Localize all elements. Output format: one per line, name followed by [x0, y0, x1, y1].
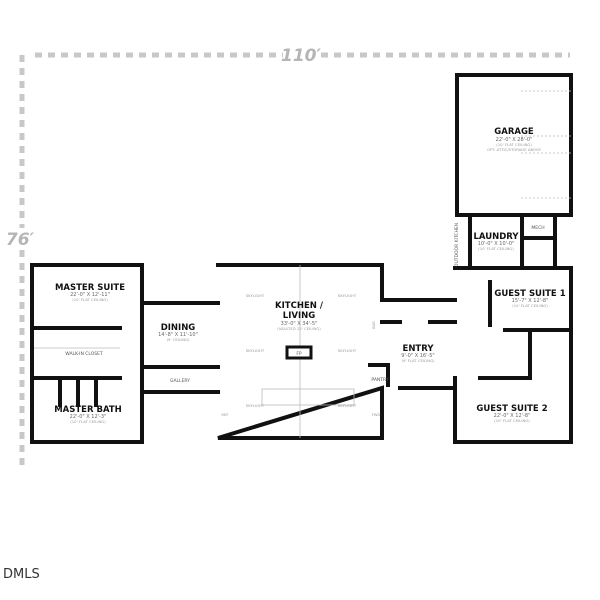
svg-text:SKYLIGHT: SKYLIGHT — [246, 293, 265, 298]
svg-text:SKYLIGHT: SKYLIGHT — [246, 348, 265, 353]
entry: ENTRY 9'-0" X 16'-5" (9' FLAT CEILING) — [380, 298, 457, 390]
svg-text:(10' FLAT CEILING): (10' FLAT CEILING) — [478, 246, 514, 251]
svg-text:9'-0" X 16'-5": 9'-0" X 16'-5" — [401, 353, 434, 359]
svg-text:OUTDOOR KITCHEN: OUTDOOR KITCHEN — [454, 223, 460, 267]
depth-label: 76′ — [6, 230, 35, 250]
kitchen-living: FP KITCHEN / LIVING 33'-0" X 34'-5" (VAU… — [216, 263, 390, 440]
svg-text:(10' FLAT CEILING): (10' FLAT CEILING) — [70, 419, 106, 424]
svg-text:14'-8" X 11'-10": 14'-8" X 11'-10" — [158, 332, 198, 338]
svg-text:(VAULTED 22' CEILING): (VAULTED 22' CEILING) — [277, 326, 321, 331]
width-label: 110′ — [281, 46, 321, 66]
svg-text:15'-7" X 12'-8": 15'-7" X 12'-8" — [512, 298, 549, 304]
svg-text:LAUNDRY: LAUNDRY — [473, 232, 519, 242]
svg-text:PANTRY: PANTRY — [371, 377, 388, 383]
svg-text:SKYLIGHT: SKYLIGHT — [338, 293, 357, 298]
svg-text:WALK-IN CLOSET: WALK-IN CLOSET — [65, 351, 103, 357]
svg-text:LIVING: LIVING — [283, 311, 315, 321]
svg-text:BAR: BAR — [371, 321, 376, 329]
svg-text:22'-0" X 28'-0": 22'-0" X 28'-0" — [496, 137, 533, 143]
svg-text:SKYLIGHT: SKYLIGHT — [338, 348, 357, 353]
svg-text:FP: FP — [296, 351, 302, 357]
svg-text:OPT. ATTIC/STORAGE ABOVE: OPT. ATTIC/STORAGE ABOVE — [487, 147, 541, 152]
guest-suites: GUEST SUITE 1 15'-7" X 12'-8" (10' FLAT … — [453, 266, 573, 444]
svg-text:(10' FLAT CEILING): (10' FLAT CEILING) — [512, 303, 548, 308]
master-wing: MASTER SUITE 22'-0" X 12'-11" (10' FLAT … — [30, 263, 144, 444]
svg-text:GALLERY: GALLERY — [170, 378, 190, 384]
svg-text:(9' CEILING): (9' CEILING) — [167, 337, 190, 342]
svg-text:22'-0" X 12'-3": 22'-0" X 12'-3" — [70, 414, 107, 420]
svg-text:SKYLIGHT: SKYLIGHT — [338, 403, 357, 408]
svg-text:GUEST SUITE 2: GUEST SUITE 2 — [476, 404, 547, 414]
svg-text:22'-0" X 12'-8": 22'-0" X 12'-8" — [494, 413, 531, 419]
laundry: LAUNDRY 10'-0" X 10'-0" (10' FLAT CEILIN… — [454, 213, 557, 270]
svg-text:MASTER SUITE: MASTER SUITE — [55, 283, 125, 293]
svg-text:ENTRY: ENTRY — [403, 344, 435, 354]
svg-text:DINING: DINING — [161, 323, 196, 333]
svg-text:10'-0" X 10'-0": 10'-0" X 10'-0" — [478, 241, 515, 247]
svg-text:22'-0" X 12'-11": 22'-0" X 12'-11" — [70, 292, 110, 298]
dining: DINING 14'-8" X 11'-10" (9' CEILING) GAL… — [140, 301, 220, 394]
garage: GARAGE 22'-0" X 28'-0" (10' FLAT CEILING… — [455, 73, 573, 217]
dmls-watermark: DMLS — [3, 567, 40, 582]
svg-text:SKYLIGHT: SKYLIGHT — [246, 403, 265, 408]
svg-text:MASTER BATH: MASTER BATH — [54, 405, 122, 415]
svg-text:FWD: FWD — [372, 412, 381, 417]
svg-text:33'-0" X 34'-5": 33'-0" X 34'-5" — [281, 321, 318, 327]
svg-text:GUEST SUITE 1: GUEST SUITE 1 — [494, 289, 565, 299]
svg-text:(9' FLAT CEILING): (9' FLAT CEILING) — [401, 358, 435, 363]
svg-text:KITCHEN /: KITCHEN / — [275, 301, 324, 311]
svg-text:REF: REF — [221, 412, 228, 417]
svg-text:(10' FLAT CEILING): (10' FLAT CEILING) — [496, 142, 532, 147]
svg-text:(10' FLAT CEILING): (10' FLAT CEILING) — [494, 418, 530, 423]
svg-text:(10' FLAT CEILING): (10' FLAT CEILING) — [72, 297, 108, 302]
svg-text:GARAGE: GARAGE — [494, 127, 534, 137]
svg-text:MECH: MECH — [531, 225, 544, 231]
